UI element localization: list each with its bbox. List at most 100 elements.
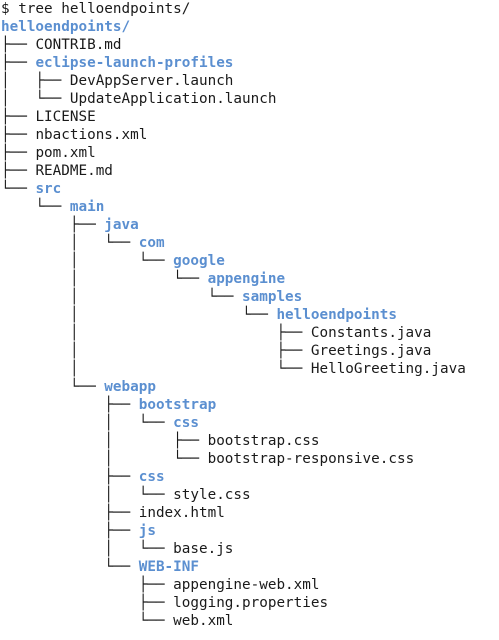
directory-name: com [138,235,165,251]
tree-directory-line: helloendpoints/ [1,18,499,36]
file-name: Greetings.java [310,343,432,359]
tree-branch-prefix: └── [1,199,70,215]
tree-file-line: ├── LICENSE [1,108,499,126]
directory-name: appengine [207,271,286,287]
tree-directory-line: │ └── samples [1,288,499,306]
file-name: CONTRIB.md [35,37,122,53]
tree-branch-prefix: │ └── [1,415,174,431]
directory-name: bootstrap [138,397,217,413]
directory-name: main [69,199,105,215]
tree-directory-line: │ └── helloendpoints [1,306,499,324]
directory-name: helloendpoints [276,307,397,323]
tree-branch-prefix: │ └── [1,271,208,287]
directory-name: google [173,253,225,269]
file-name: web.xml [173,613,234,629]
tree-file-line: │ └── HelloGreeting.java [1,360,499,378]
tree-branch-prefix: ├── [1,37,36,53]
tree-file-line: │ ├── Greetings.java [1,342,499,360]
tree-branch-prefix: └── [1,613,174,629]
file-name: LICENSE [35,109,96,125]
directory-name: js [138,523,156,539]
tree-branch-prefix: ├── [1,505,139,521]
tree-branch-prefix: │ └── [1,307,277,323]
file-name: Constants.java [310,325,432,341]
tree-directory-line: └── src [1,180,499,198]
file-name: bootstrap-responsive.css [207,451,415,467]
tree-branch-prefix: ├── [1,127,36,143]
directory-name: samples [242,289,303,305]
tree-branch-prefix: │ └── [1,541,174,557]
tree-file-line: ├── README.md [1,162,499,180]
tree-branch-prefix: ├── [1,523,139,539]
tree-directory-line: ├── bootstrap [1,396,499,414]
tree-directory-line: ├── js [1,522,499,540]
tree-branch-prefix: ├── [1,469,139,485]
tree-branch-prefix: └── [1,379,105,395]
tree-file-line: └── web.xml [1,612,499,630]
tree-file-line: ├── CONTRIB.md [1,36,499,54]
tree-branch-prefix: ├── [1,145,36,161]
tree-file-line: ├── pom.xml [1,144,499,162]
file-name: style.css [173,487,251,503]
tree-branch-prefix: ├── [1,397,139,413]
tree-branch-prefix: └── [1,559,139,575]
tree-file-line: │ ├── bootstrap.css [1,432,499,450]
tree-branch-prefix: │ └── [1,451,208,467]
tree-branch-prefix: ├── [1,577,174,593]
file-name: bootstrap.css [207,433,320,449]
file-name: DevAppServer.launch [69,73,234,89]
tree-directory-line: │ └── css [1,414,499,432]
directory-name: helloendpoints/ [1,19,131,35]
file-name: logging.properties [173,595,329,611]
tree-file-line: │ └── style.css [1,486,499,504]
tree-branch-prefix: │ └── [1,253,174,269]
tree-branch-prefix: │ └── [1,91,70,107]
tree-listing: helloendpoints/├── CONTRIB.md├── eclipse… [1,18,499,630]
directory-name: eclipse-launch-profiles [35,55,234,71]
tree-branch-prefix: │ └── [1,289,243,305]
tree-file-line: ├── logging.properties [1,594,499,612]
file-name: pom.xml [35,145,96,161]
tree-directory-line: │ └── google [1,252,499,270]
directory-name: java [104,217,139,233]
tree-branch-prefix: │ └── [1,361,311,377]
tree-file-line: │ └── bootstrap-responsive.css [1,450,499,468]
file-name: base.js [173,541,234,557]
tree-directory-line: ├── eclipse-launch-profiles [1,54,499,72]
tree-branch-prefix: ├── [1,163,36,179]
tree-file-line: ├── appengine-web.xml [1,576,499,594]
tree-directory-line: └── webapp [1,378,499,396]
file-name: HelloGreeting.java [310,361,466,377]
tree-branch-prefix: ├── [1,55,36,71]
tree-directory-line: ├── css [1,468,499,486]
tree-branch-prefix: ├── [1,217,105,233]
tree-file-line: ├── nbactions.xml [1,126,499,144]
tree-file-line: │ ├── DevAppServer.launch [1,72,499,90]
directory-name: css [138,469,165,485]
tree-directory-line: │ └── appengine [1,270,499,288]
tree-branch-prefix: │ ├── [1,433,208,449]
tree-file-line: │ └── UpdateApplication.launch [1,90,499,108]
tree-directory-line: └── WEB-INF [1,558,499,576]
tree-directory-line: ├── java [1,216,499,234]
directory-name: css [173,415,199,431]
file-name: appengine-web.xml [173,577,320,593]
tree-file-line: │ ├── Constants.java [1,324,499,342]
file-name: index.html [138,505,225,521]
tree-branch-prefix: │ ├── [1,343,311,359]
tree-branch-prefix: ├── [1,109,36,125]
tree-file-line: ├── index.html [1,504,499,522]
tree-branch-prefix: └── [1,181,36,197]
tree-directory-line: │ └── com [1,234,499,252]
directory-name: WEB-INF [138,559,199,575]
directory-name: webapp [104,379,156,395]
tree-branch-prefix: │ ├── [1,73,70,89]
directory-name: src [35,181,62,197]
tree-file-line: │ └── base.js [1,540,499,558]
file-name: README.md [35,163,113,179]
tree-branch-prefix: │ ├── [1,325,311,341]
tree-branch-prefix: │ └── [1,487,174,503]
tree-directory-line: └── main [1,198,499,216]
command-line: $ tree helloendpoints/ [1,1,191,17]
